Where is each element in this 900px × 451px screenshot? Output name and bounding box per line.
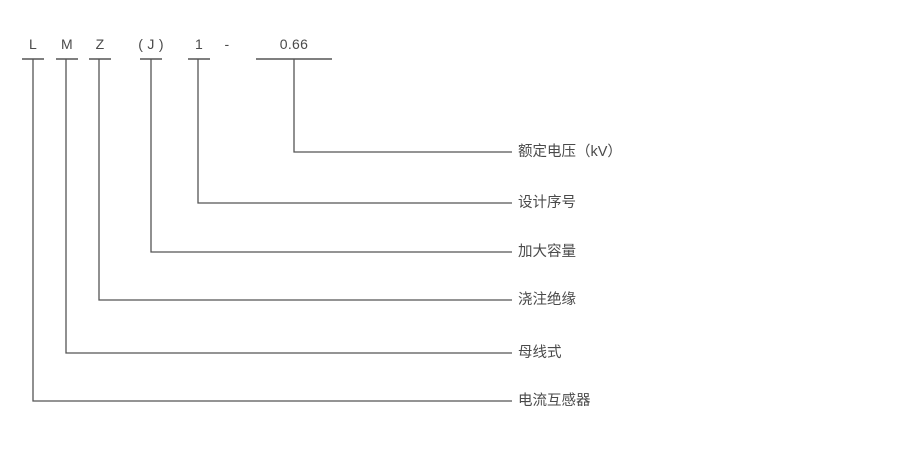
leader-line-busbar-type xyxy=(65,59,512,354)
leader-line-design-serial xyxy=(197,59,512,204)
leader-label-rated-voltage: 额定电压（kV） xyxy=(518,143,622,160)
code-token-3: ( J ) xyxy=(138,36,164,52)
leader-line-current-transformer xyxy=(32,59,512,402)
code-token-1: M xyxy=(61,36,73,52)
code-token-4: 1 xyxy=(194,36,204,52)
code-token-6: 0.66 xyxy=(279,36,309,52)
leader-line-rated-voltage xyxy=(293,59,512,153)
code-token-2: Z xyxy=(95,36,105,52)
leader-label-cast-insulation: 浇注绝缘 xyxy=(518,291,576,308)
leader-label-current-transformer: 电流互感器 xyxy=(518,392,591,409)
code-token-0: L xyxy=(28,36,38,52)
leader-line-group xyxy=(32,59,512,402)
code-token-5: - xyxy=(224,36,230,52)
leader-line-enlarged-capacity xyxy=(150,59,512,253)
leader-label-design-serial: 设计序号 xyxy=(518,194,576,211)
leader-label-busbar-type: 母线式 xyxy=(518,344,562,361)
leader-label-enlarged-capacity: 加大容量 xyxy=(518,243,576,260)
leader-line-cast-insulation xyxy=(98,59,512,301)
